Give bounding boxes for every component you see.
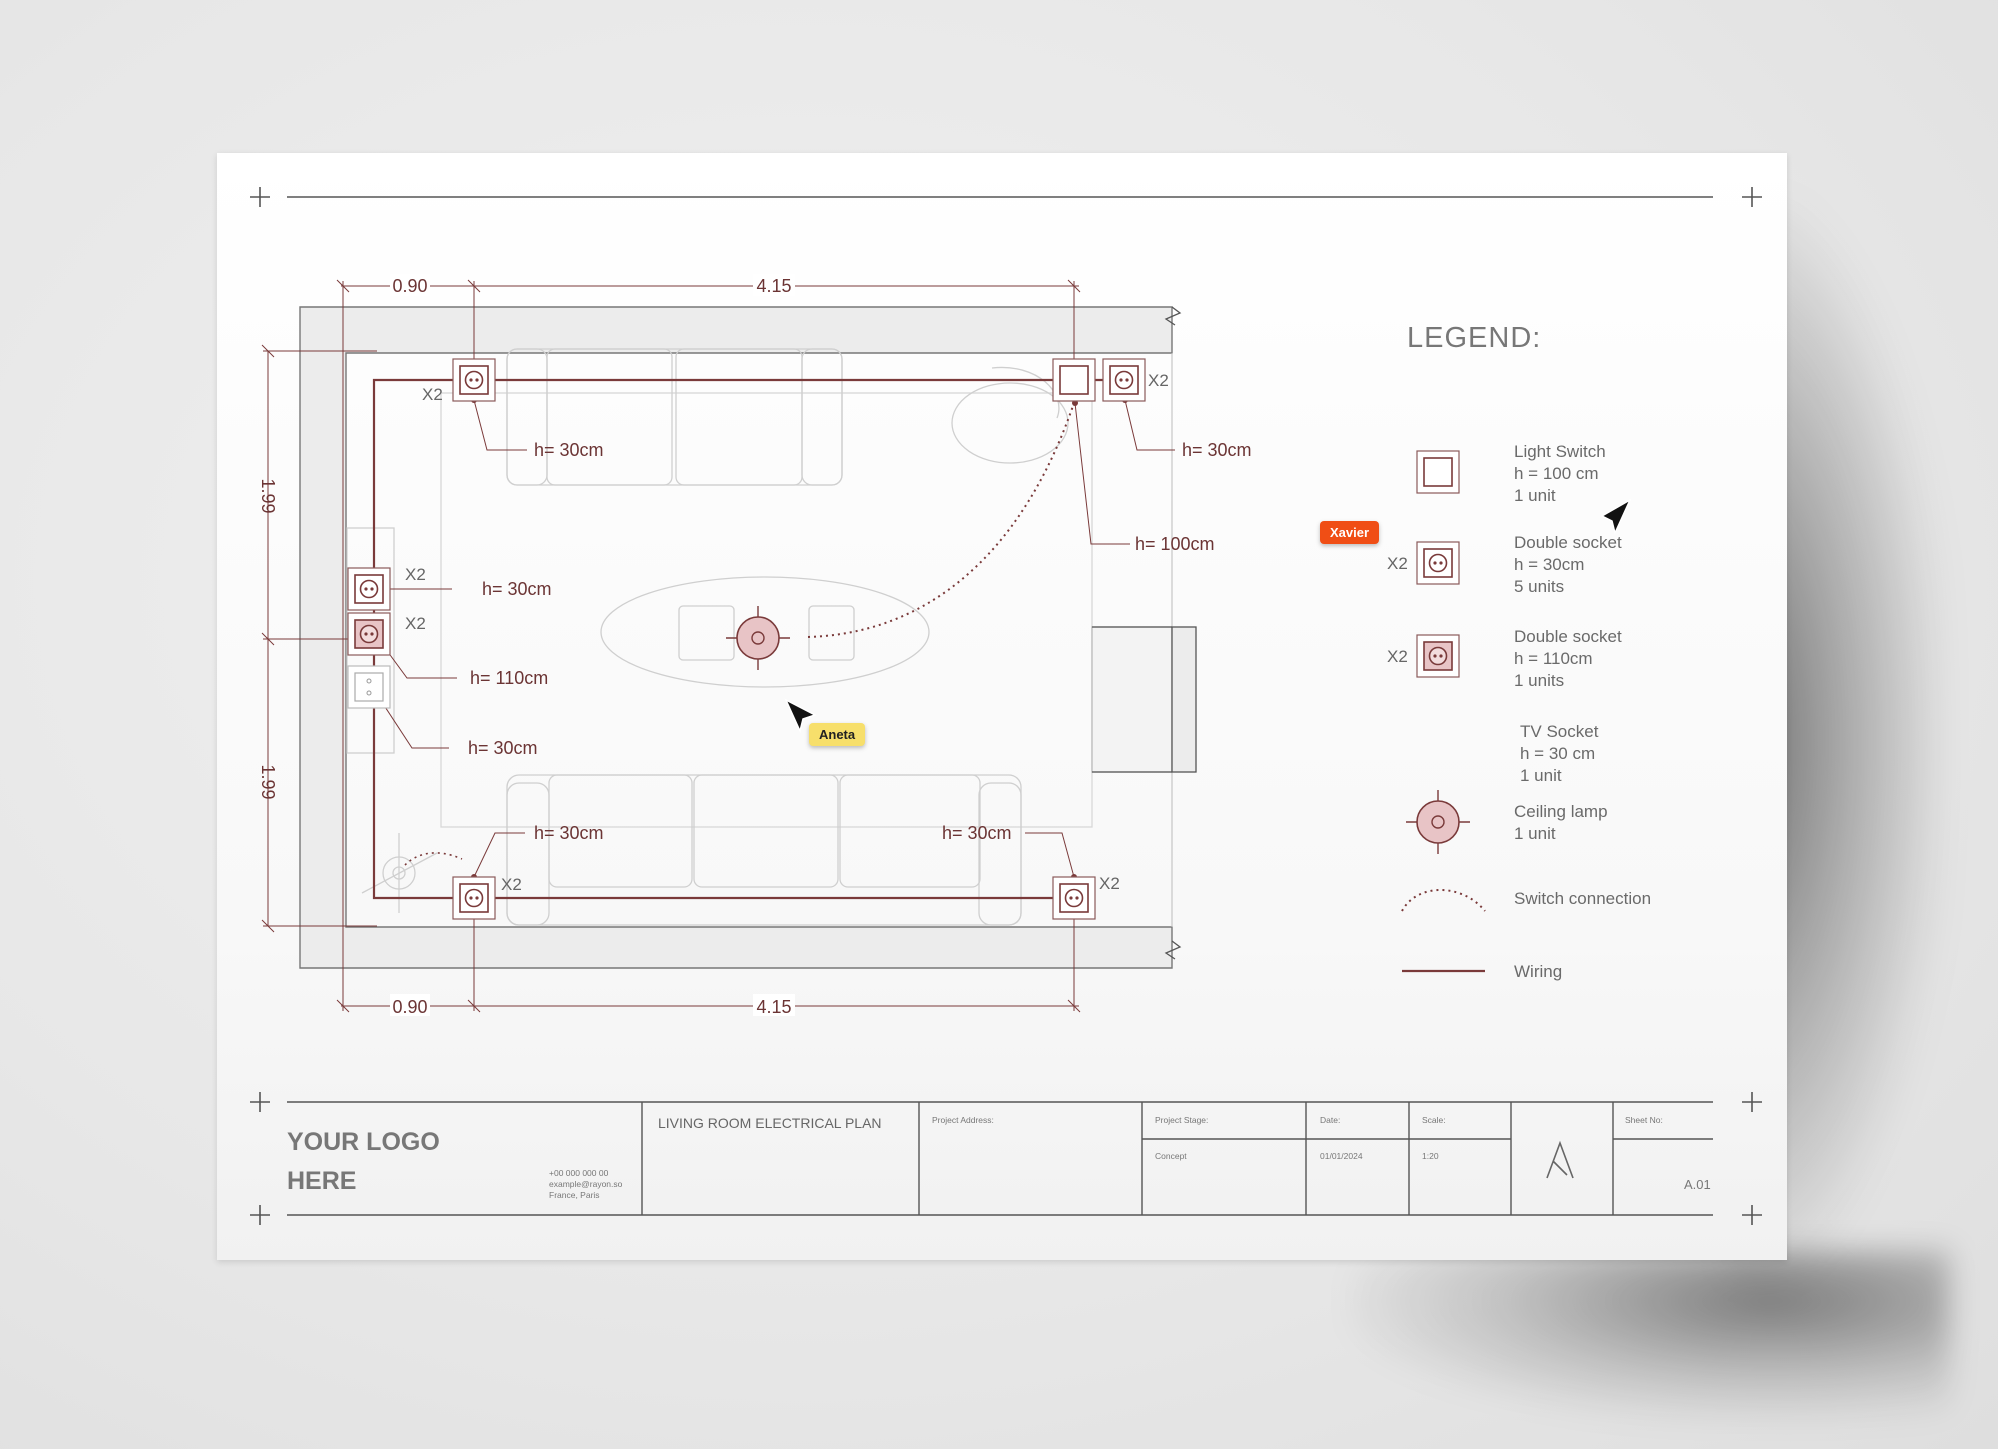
page-curl-shadow [1350,1250,1950,1420]
legend-item-ceiling-lamp: Ceiling lamp 1 unit [1514,802,1608,843]
xavier-cursor-icon [1600,498,1632,536]
floor-plan-drawing: 0.90 4.15 0.90 4.15 1.99 1.99 [250,187,1762,1225]
legend-switch-connection-icon [1401,889,1486,912]
title-block: YOUR LOGO HERE +00 000 000 00 example@ra… [287,1101,1713,1216]
furniture [346,348,1197,926]
label-bottom-right-socket: h= 30cm [942,823,1012,843]
legend-x2-socket-pink: X2 [1387,647,1408,666]
x2-top-right: X2 [1148,371,1169,390]
svg-text:1 unit: 1 unit [1514,824,1556,843]
legend-item-switch-connection: Switch connection [1514,889,1651,908]
plan-title: LIVING ROOM ELECTRICAL PLAN [658,1115,882,1131]
sheet-frame [250,187,1762,1225]
dim-top-left: 0.90 [392,276,427,296]
label-left-tv: h= 30cm [468,738,538,758]
date-label: Date: [1320,1115,1340,1125]
xavier-cursor-label: Xavier [1320,521,1380,544]
label-top-left-socket: h= 30cm [534,440,604,460]
drawing-sheet: 0.90 4.15 0.90 4.15 1.99 1.99 [217,153,1787,1260]
legend-double-socket-pink-icon [1416,634,1460,678]
dim-left-upper: 1.99 [258,478,278,513]
x2-bottom-right: X2 [1099,874,1120,893]
logo-line-2: HERE [287,1167,356,1195]
date-value: 01/01/2024 [1320,1151,1363,1161]
light-switch-top-right[interactable] [1052,358,1096,402]
height-labels: h= 30cm h= 30cm h= 100cm h= 30cm h= 110c… [468,440,1252,843]
socket-top-left[interactable] [452,358,496,402]
logo-line-1: YOUR LOGO [287,1128,440,1156]
svg-text:h = 110cm: h = 110cm [1514,649,1593,668]
switch-connection-line [807,399,1076,638]
socket-left-2[interactable] [347,612,391,656]
legend-item-double-socket-110: Double socket h = 110cm 1 units [1514,627,1622,690]
label-left-socket-2: h= 110cm [470,668,548,688]
socket-top-right[interactable] [1102,358,1146,402]
project-stage-value: Concept [1155,1151,1187,1161]
legend-item-light-switch: Light Switch h = 100 cm 1 unit [1514,442,1606,505]
dimension-texts: 0.90 4.15 0.90 4.15 1.99 1.99 [258,274,795,1017]
contact-address: France, Paris [549,1190,600,1200]
svg-text:TV Socket: TV Socket [1520,722,1599,741]
project-address-label: Project Address: [932,1115,994,1125]
svg-text:Double socket: Double socket [1514,533,1622,552]
scale-label: Scale: [1422,1115,1446,1125]
legend: LEGEND: Light Switch h = 100 cm 1 unit X… [1387,322,1651,981]
legend-ceiling-lamp-icon [1405,789,1471,855]
svg-text:1 unit: 1 unit [1514,486,1556,505]
legend-double-socket-icon [1416,541,1460,585]
quantity-labels: X2 X2 X2 X2 X2 X2 [405,371,1169,894]
legend-x2-socket: X2 [1387,554,1408,573]
dimension-lines [261,279,1081,1013]
dim-bottom-right: 4.15 [756,997,791,1017]
legend-item-wiring: Wiring [1514,962,1562,981]
north-arrow-icon [1546,1140,1574,1179]
project-stage-label: Project Stage: [1155,1115,1208,1125]
dim-top-right: 4.15 [756,276,791,296]
x2-bottom-left: X2 [501,875,522,894]
x2-left-2: X2 [405,614,426,633]
label-left-socket-1: h= 30cm [482,579,552,599]
legend-item-double-socket-30: Double socket h = 30cm 5 units [1514,533,1622,596]
legend-title: LEGEND: [1407,322,1541,354]
label-top-right-switch: h= 100cm [1135,534,1215,554]
sheet-no-label: Sheet No: [1625,1115,1663,1125]
legend-switch-icon [1416,450,1460,494]
aneta-cursor-label: Aneta [809,723,866,746]
svg-text:1 unit: 1 unit [1520,766,1562,785]
socket-bottom-right[interactable] [1052,876,1096,920]
ceiling-lamp[interactable] [725,605,791,671]
socket-left-1[interactable] [347,567,391,611]
aneta-cursor-icon [784,698,817,734]
svg-text:h = 30cm: h = 30cm [1514,555,1584,574]
dim-left-lower: 1.99 [258,764,278,799]
label-bottom-left-socket: h= 30cm [534,823,604,843]
dim-bottom-left: 0.90 [392,997,427,1017]
svg-text:Light Switch: Light Switch [1514,442,1606,461]
legend-item-tv-socket: TV Socket h = 30 cm 1 unit [1520,722,1599,785]
sheet-no-value: A.01 [1684,1177,1711,1192]
x2-top-left: X2 [422,385,443,404]
leader-lines [373,399,1175,878]
tv-socket-left[interactable] [347,665,391,709]
x2-left-1: X2 [405,565,426,584]
scale-value: 1:20 [1422,1151,1439,1161]
contact-phone: +00 000 000 00 [549,1168,609,1178]
svg-text:h = 100 cm: h = 100 cm [1514,464,1599,483]
svg-text:Ceiling lamp: Ceiling lamp [1514,802,1608,821]
svg-text:h = 30 cm: h = 30 cm [1520,744,1595,763]
contact-email: example@rayon.so [549,1179,623,1189]
label-top-right-socket: h= 30cm [1182,440,1252,460]
svg-text:5 units: 5 units [1514,577,1564,596]
socket-bottom-left[interactable] [452,876,496,920]
svg-text:Double socket: Double socket [1514,627,1622,646]
svg-text:1 units: 1 units [1514,671,1564,690]
